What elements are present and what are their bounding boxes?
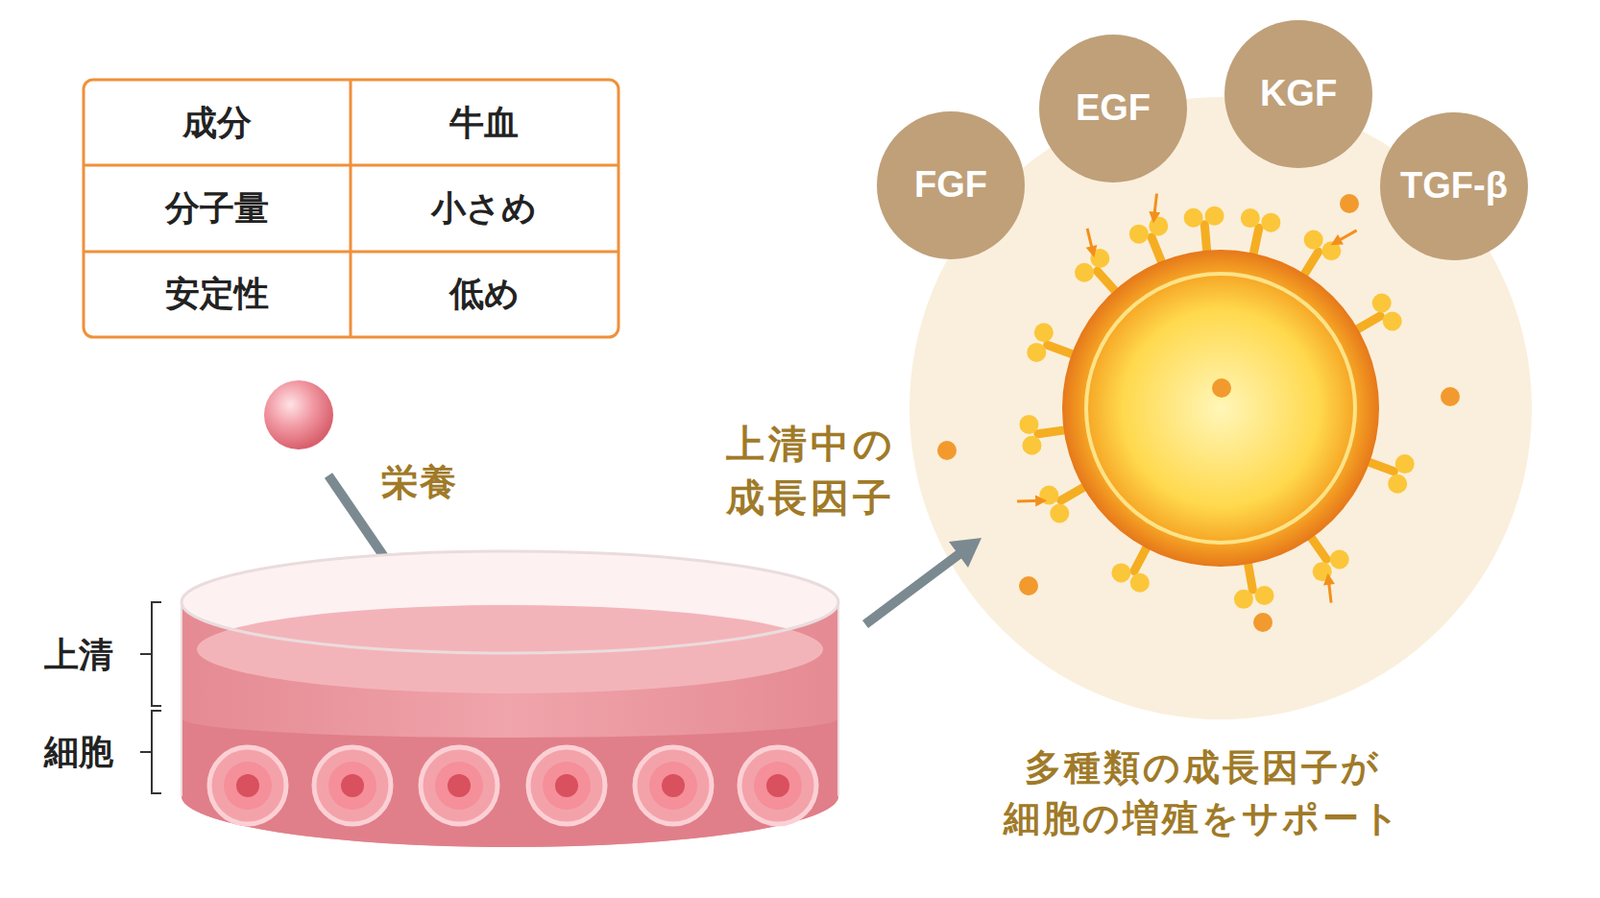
factor-circle: TGF-β [1380, 112, 1528, 261]
culture-dish [837, 602, 840, 797]
culture-dish [180, 602, 183, 797]
factor-name: FGF [914, 163, 988, 208]
nutrient-label: 栄養 [381, 457, 459, 509]
table-grid [83, 79, 619, 338]
cell-row [739, 747, 817, 825]
cell-row [649, 761, 698, 810]
cell-row [753, 761, 802, 810]
receptor-group [1234, 589, 1254, 609]
receptor-group [1129, 224, 1149, 244]
factor-circle: EGF [1039, 34, 1188, 183]
receptor-group [1372, 292, 1392, 313]
supernatant-arrow [948, 537, 982, 568]
table-cell: 安定性 [165, 269, 269, 318]
factor-circle-fill [1039, 34, 1188, 183]
receptor-group [1148, 211, 1161, 224]
bracket [140, 602, 162, 706]
factor-circle-fill [1224, 20, 1373, 169]
cell-row [236, 774, 260, 798]
receptor-group [1148, 216, 1168, 236]
bracket [140, 710, 162, 794]
factor-name: EGF [1075, 86, 1151, 131]
receptor-group [1026, 342, 1046, 363]
receptor-group [1017, 193, 1415, 609]
receptor-group [1260, 213, 1281, 233]
receptor-group [1074, 263, 1094, 283]
receptor-group [1034, 322, 1054, 342]
cell-row [209, 747, 817, 825]
factor-dots [1253, 612, 1273, 632]
layer-label: 上清 [44, 630, 114, 679]
factor-dots [937, 440, 957, 461]
factor-circle: KGF [1224, 20, 1373, 169]
arrow-label: 上清中の 成長因子 [726, 416, 919, 525]
cell-row [340, 774, 364, 798]
receptor-group [1387, 474, 1407, 494]
golden-cell [1062, 249, 1380, 567]
nutrient-sphere [264, 380, 334, 450]
receptor-group [1304, 230, 1324, 250]
receptor-group [1330, 550, 1350, 570]
factor-name: KGF [1260, 72, 1337, 117]
layer-label: 細胞 [44, 727, 114, 776]
receptor-group [1018, 414, 1039, 435]
table-grid [83, 79, 619, 338]
cell-row [435, 761, 484, 810]
caption-label: 多種類の成長因子が 細胞の増殖をサポート [933, 742, 1472, 845]
cell-row [209, 747, 287, 825]
receptor-group [1086, 244, 1098, 258]
factor-dots [1018, 576, 1039, 596]
culture-dish [181, 551, 839, 848]
factor-dots [1212, 378, 1232, 398]
cell-row [542, 761, 591, 810]
table-grid [83, 250, 619, 254]
receptor-group [1205, 206, 1225, 226]
cell-row [420, 747, 498, 825]
table-cell: 小さめ [431, 184, 537, 233]
cell-row [314, 747, 391, 825]
receptor-group [1035, 494, 1047, 507]
cell-row [766, 774, 790, 798]
bracket [140, 602, 162, 794]
cell-row [223, 761, 272, 810]
factor-name: TGF-β [1400, 164, 1508, 209]
table-cell: 牛血 [449, 98, 519, 147]
table-grid [83, 164, 619, 168]
table-cell: 成分 [182, 98, 252, 147]
cell-row [555, 774, 579, 798]
culture-dish [181, 551, 839, 654]
receptor-group [1111, 562, 1131, 582]
cell-row [328, 761, 377, 810]
receptor-group [1382, 312, 1403, 332]
factor-dots [1440, 387, 1460, 407]
supernatant-arrow [865, 553, 961, 625]
culture-dish [181, 718, 839, 848]
table-cell: 分子量 [165, 184, 269, 233]
table-grid [349, 79, 353, 338]
factor-dots [1339, 193, 1359, 214]
cell-row [528, 747, 606, 825]
culture-dish [196, 605, 824, 694]
receptor-group [1049, 504, 1069, 524]
cell-row [447, 774, 471, 798]
receptor-group [1184, 208, 1204, 228]
receptor-group [1331, 234, 1344, 245]
factor-circle-fill [876, 111, 1025, 260]
table-cell: 低め [449, 269, 520, 318]
receptor-group [1323, 573, 1335, 586]
factor-circle-fill [1380, 112, 1528, 261]
supernatant-arrow [865, 537, 982, 625]
receptor-group [1240, 208, 1261, 228]
factor-circle: FGF [876, 111, 1025, 260]
receptor-group [1021, 436, 1042, 456]
factor-dots [937, 193, 1460, 632]
receptor-group [1130, 573, 1150, 593]
cell-row [661, 774, 685, 798]
receptor-group [1255, 585, 1275, 606]
cell-highlight [1086, 273, 1356, 543]
cell-row [634, 747, 712, 825]
receptor-group [1395, 454, 1415, 474]
